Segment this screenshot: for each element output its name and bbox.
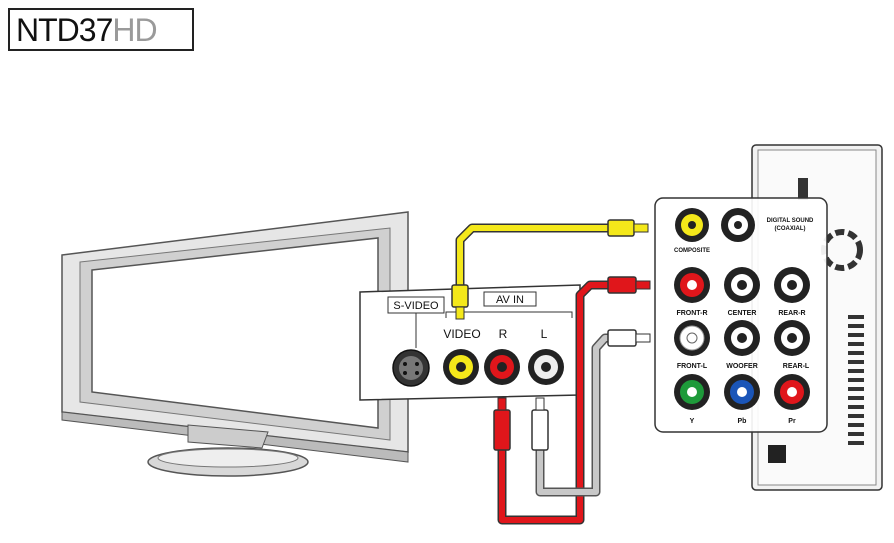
front-r-label: FRONT-R	[676, 310, 707, 317]
red-plug-tv	[494, 410, 510, 450]
svideo-jack	[393, 350, 429, 386]
front-r-jack	[674, 267, 710, 303]
front-l-jack	[674, 320, 710, 356]
tv-audio-l-jack	[528, 349, 564, 385]
avin-label: AV IN	[496, 294, 524, 306]
svideo-label: S-VIDEO	[393, 300, 439, 312]
pr-jack	[774, 374, 810, 410]
woofer-jack	[724, 320, 760, 356]
dc-in-port	[768, 445, 786, 463]
composite-jack	[675, 208, 709, 242]
r-label: R	[499, 327, 508, 341]
center-jack	[724, 267, 760, 303]
white-plug-player	[608, 330, 636, 346]
digital-sound-label: DIGITAL SOUND	[767, 218, 814, 224]
yellow-plug-tv	[452, 285, 468, 307]
pb-jack	[724, 374, 760, 410]
l-label: L	[541, 327, 548, 341]
front-l-label: FRONT-L	[677, 363, 708, 370]
tv-audio-r-jack	[484, 349, 520, 385]
pb-label: Pb	[738, 418, 747, 425]
woofer-label: WOOFER	[726, 363, 758, 370]
vent-grill	[848, 315, 864, 445]
white-plug-tv	[532, 410, 548, 450]
center-label: CENTER	[728, 310, 757, 317]
tv-video-jack	[443, 349, 479, 385]
pr-label: Pr	[788, 418, 796, 425]
rear-r-label: REAR-R	[778, 310, 805, 317]
composite-label: COMPOSITE	[674, 248, 710, 254]
television	[62, 212, 408, 476]
video-label: VIDEO	[443, 327, 480, 341]
coaxial-label: (COAXIAL)	[775, 226, 806, 232]
y-label: Y	[690, 418, 695, 425]
rear-l-label: REAR-L	[783, 363, 810, 370]
tv-av-panel: S-VIDEO AV IN VIDEO R L	[360, 285, 580, 400]
coaxial-jack	[721, 208, 755, 242]
red-plug-player	[608, 277, 636, 293]
y-jack	[674, 374, 710, 410]
power-switch	[798, 178, 808, 200]
yellow-plug-player	[608, 220, 634, 236]
rear-l-jack	[774, 320, 810, 356]
player-panel: COMPOSITE DIGITAL SOUND (COAXIAL) FRONT-…	[655, 198, 827, 432]
rear-r-jack	[774, 267, 810, 303]
